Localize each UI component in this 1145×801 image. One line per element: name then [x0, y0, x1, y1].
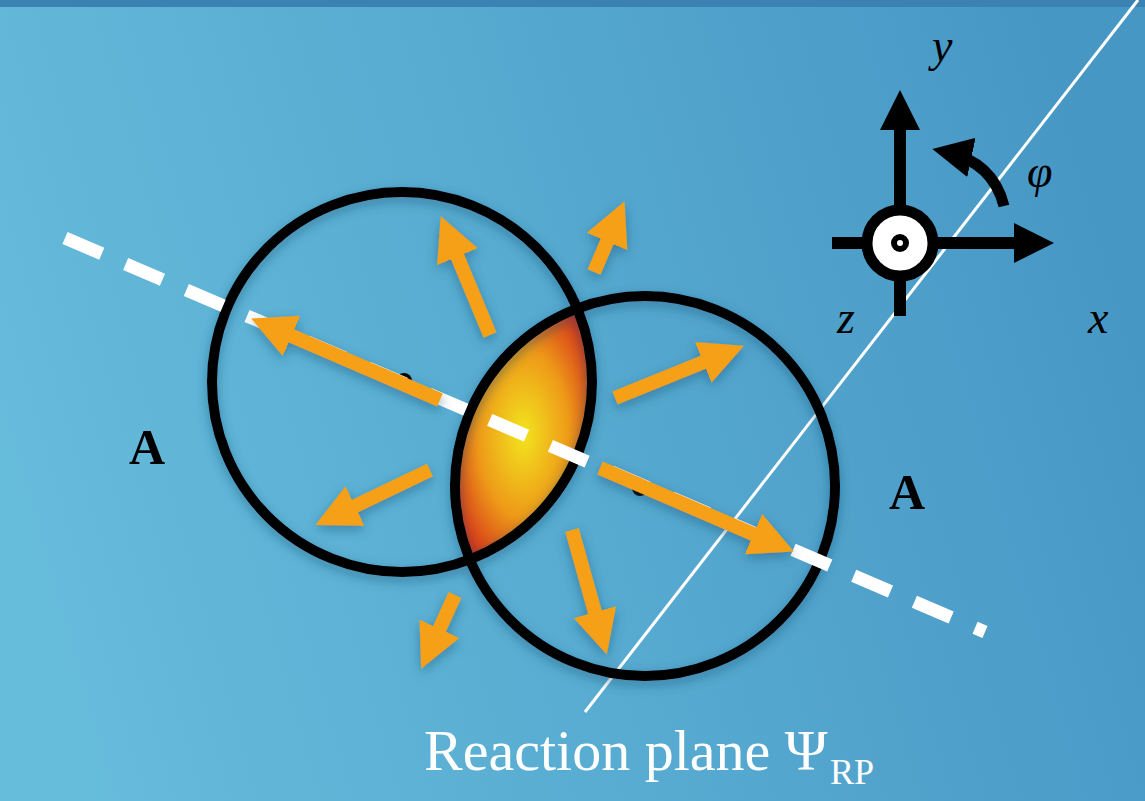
- flow-arrow: [264, 324, 440, 400]
- z-axis-dot: [891, 234, 909, 252]
- impact-axis: [65, 238, 985, 632]
- plane-subscript: RP: [830, 754, 874, 790]
- angle-label: φ: [1027, 149, 1052, 195]
- flow-arrow: [572, 530, 603, 641]
- flow-arrow: [600, 468, 781, 546]
- nucleus-label: A: [129, 422, 165, 472]
- axis-label: x: [1088, 295, 1108, 341]
- axis-stub: [832, 237, 862, 249]
- axis-label: y: [932, 23, 952, 69]
- axes-symbol: [832, 104, 1040, 316]
- z-axis-dot: [897, 240, 903, 246]
- nucleus-circle: [455, 296, 835, 676]
- x-axis: [938, 237, 1040, 249]
- plane-label: Reaction plane Ψ: [424, 722, 828, 780]
- top-band: [0, 0, 1145, 7]
- flow-arrow: [615, 351, 731, 398]
- nucleus-label: A: [889, 467, 925, 517]
- flow-arrow: [328, 470, 430, 519]
- phi-arrow: [946, 152, 1004, 206]
- y-axis: [894, 104, 906, 205]
- nucleus-circle: [212, 192, 592, 572]
- flow-arrow: [594, 214, 619, 272]
- reaction-plane-line: [585, 0, 1138, 712]
- flow-arrow: [446, 229, 490, 335]
- flow-arrow: [427, 595, 455, 656]
- z-axis-symbol: [867, 210, 933, 276]
- axis-label: z: [837, 295, 855, 341]
- axis-stub: [894, 281, 906, 316]
